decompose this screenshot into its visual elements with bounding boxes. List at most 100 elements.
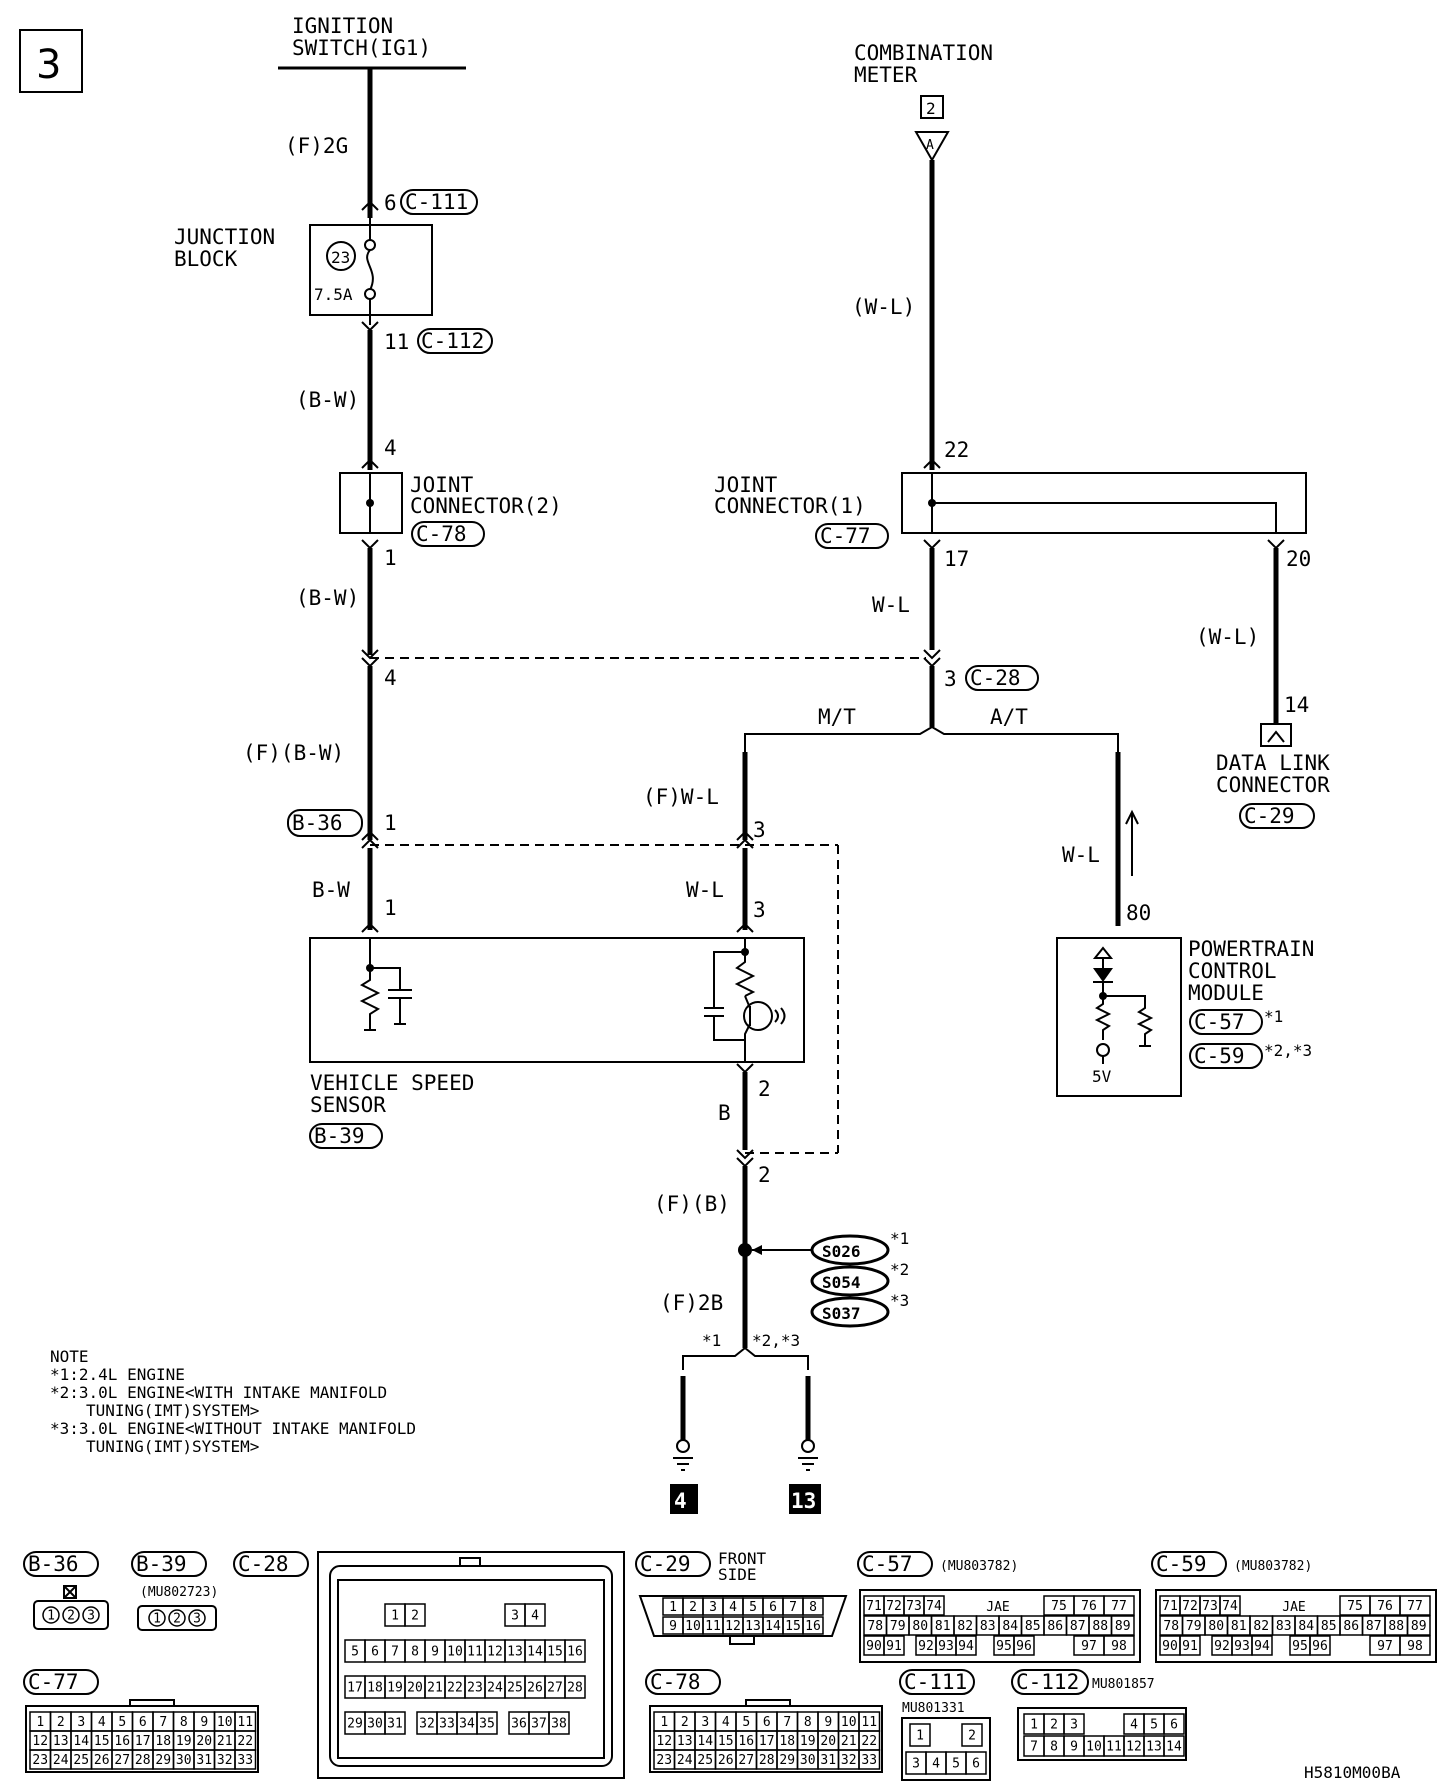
c59-pin: 94 — [1254, 1639, 1270, 1654]
wire-wl-17-label: W-L — [872, 593, 910, 617]
jc2-conn-oval — [411, 521, 485, 547]
c28-pin: 14 — [527, 1645, 543, 1660]
c77-pin: 2 — [57, 1715, 65, 1730]
c28-pin: 31 — [387, 1717, 403, 1732]
c78-pin: 2 — [681, 1715, 689, 1730]
c78-pin: 19 — [800, 1734, 816, 1749]
c29-pin: 10 — [685, 1619, 701, 1634]
c28-pin: 36 — [511, 1717, 527, 1732]
jc2-label-1: JOINT — [410, 473, 474, 497]
c28-pin: 3 — [511, 1609, 519, 1624]
c78-pin: 7 — [783, 1715, 791, 1730]
light-sensing-icon — [774, 1007, 786, 1025]
ground-ref-left: 4 — [674, 1489, 687, 1513]
c59-pin-cell — [1309, 1635, 1331, 1656]
c78-view-label-oval — [645, 1669, 721, 1695]
c59-pin: 71 — [1162, 1599, 1178, 1614]
vss-gnd-pin-2: 2 — [758, 1163, 771, 1187]
c77-pin: 5 — [118, 1715, 126, 1730]
c59-pin: 95 — [1292, 1639, 1308, 1654]
connector-chevron — [361, 922, 379, 933]
connector-chevron — [736, 838, 754, 849]
c77-pin: 22 — [237, 1734, 253, 1749]
c112-pin: 4 — [1130, 1718, 1138, 1733]
c57-pin: 91 — [886, 1639, 902, 1654]
c28-view-label-oval — [233, 1551, 309, 1577]
b39-view-label-oval — [131, 1551, 207, 1577]
c29-pin: 12 — [725, 1619, 741, 1634]
c77-pin: 7 — [159, 1715, 167, 1730]
c59-pin: 96 — [1312, 1639, 1328, 1654]
c77-pin: 13 — [53, 1734, 69, 1749]
c28-pin: 19 — [387, 1681, 403, 1696]
diode-icon — [1093, 968, 1113, 982]
c112-view-body — [1017, 1707, 1187, 1761]
pcm-box — [1056, 937, 1182, 1097]
c57-pin-cell — [1110, 1615, 1135, 1636]
b36-pin-cell — [62, 1606, 80, 1624]
b36-lock-cross — [63, 1585, 77, 1599]
c28-pin-cell — [548, 1711, 570, 1735]
c28-pin-cell — [384, 1711, 406, 1735]
b36-pin: 3 — [87, 1609, 95, 1624]
c28-pin-right: 3 — [944, 667, 957, 691]
c77-pin: 19 — [176, 1734, 192, 1749]
c57-pin-cell — [883, 1635, 905, 1656]
c111-pin: 3 — [912, 1757, 920, 1772]
c59-pin: 83 — [1276, 1619, 1292, 1634]
c28-pin: 8 — [411, 1645, 419, 1660]
ground-stub-icon — [364, 1024, 376, 1031]
c77-pin: 30 — [176, 1753, 192, 1768]
c28-view-inner — [329, 1565, 613, 1767]
c28-pin: 27 — [547, 1681, 563, 1696]
jc1-label-1: JOINT — [714, 473, 778, 497]
c111-view-label: C-111 — [904, 1670, 967, 1694]
c28-pin: 21 — [427, 1681, 443, 1696]
c57-pin-cell — [1103, 1595, 1135, 1616]
c59-pin: 78 — [1163, 1619, 1179, 1634]
jc2-conn: C-78 — [416, 522, 467, 546]
c77-pin: 4 — [98, 1715, 106, 1730]
c78-pin: 9 — [824, 1715, 832, 1730]
c59-pin: 72 — [1182, 1599, 1198, 1614]
comb-meter-pin-triangle — [914, 131, 950, 163]
c57-pin-cell — [955, 1635, 977, 1656]
capacitor-icon — [370, 967, 412, 1025]
c29-pin: 5 — [749, 1600, 757, 1615]
c59-pin-cell — [1399, 1635, 1431, 1656]
dlc-pin-box — [1260, 723, 1292, 747]
c29-pin: 3 — [709, 1600, 717, 1615]
dlc-conn-oval — [1239, 803, 1315, 829]
c111-pin: 2 — [968, 1729, 976, 1744]
c57-pin: 79 — [890, 1619, 906, 1634]
pcm-conn2: C-59 — [1194, 1044, 1245, 1068]
c59-pin: 88 — [1388, 1619, 1404, 1634]
ground-icon — [673, 1457, 693, 1471]
c77-pin: 31 — [196, 1753, 212, 1768]
c111-part: MU801331 — [902, 1701, 965, 1716]
b39-view-body — [137, 1605, 217, 1631]
connector-chevron — [923, 649, 941, 660]
comb-meter-ref: 2 — [926, 99, 936, 118]
c78-pin: 3 — [701, 1715, 709, 1730]
wire-bw-2-label: (B-W) — [296, 586, 359, 610]
c57-pin: 97 — [1081, 1639, 1097, 1654]
c28-pin: 5 — [351, 1645, 359, 1660]
c112-pin: 10 — [1086, 1740, 1102, 1755]
c29-pin: 1 — [669, 1600, 677, 1615]
vss-sig-pin-1: 3 — [753, 818, 766, 842]
c29-pin: 7 — [789, 1600, 797, 1615]
c77-pin: 17 — [135, 1734, 151, 1749]
c59-pin: 79 — [1186, 1619, 1202, 1634]
c111-view-body — [901, 1717, 991, 1781]
c59-pin: 90 — [1162, 1639, 1178, 1654]
pcm-voltage: 5V — [1092, 1067, 1112, 1086]
c28-pin: 13 — [507, 1645, 523, 1660]
c59-pin: 74 — [1222, 1599, 1238, 1614]
fuse-terminal — [364, 239, 376, 251]
capacitor-icon — [704, 951, 745, 1041]
c59-pin: 73 — [1202, 1599, 1218, 1614]
pcm-pin: 80 — [1126, 901, 1151, 925]
